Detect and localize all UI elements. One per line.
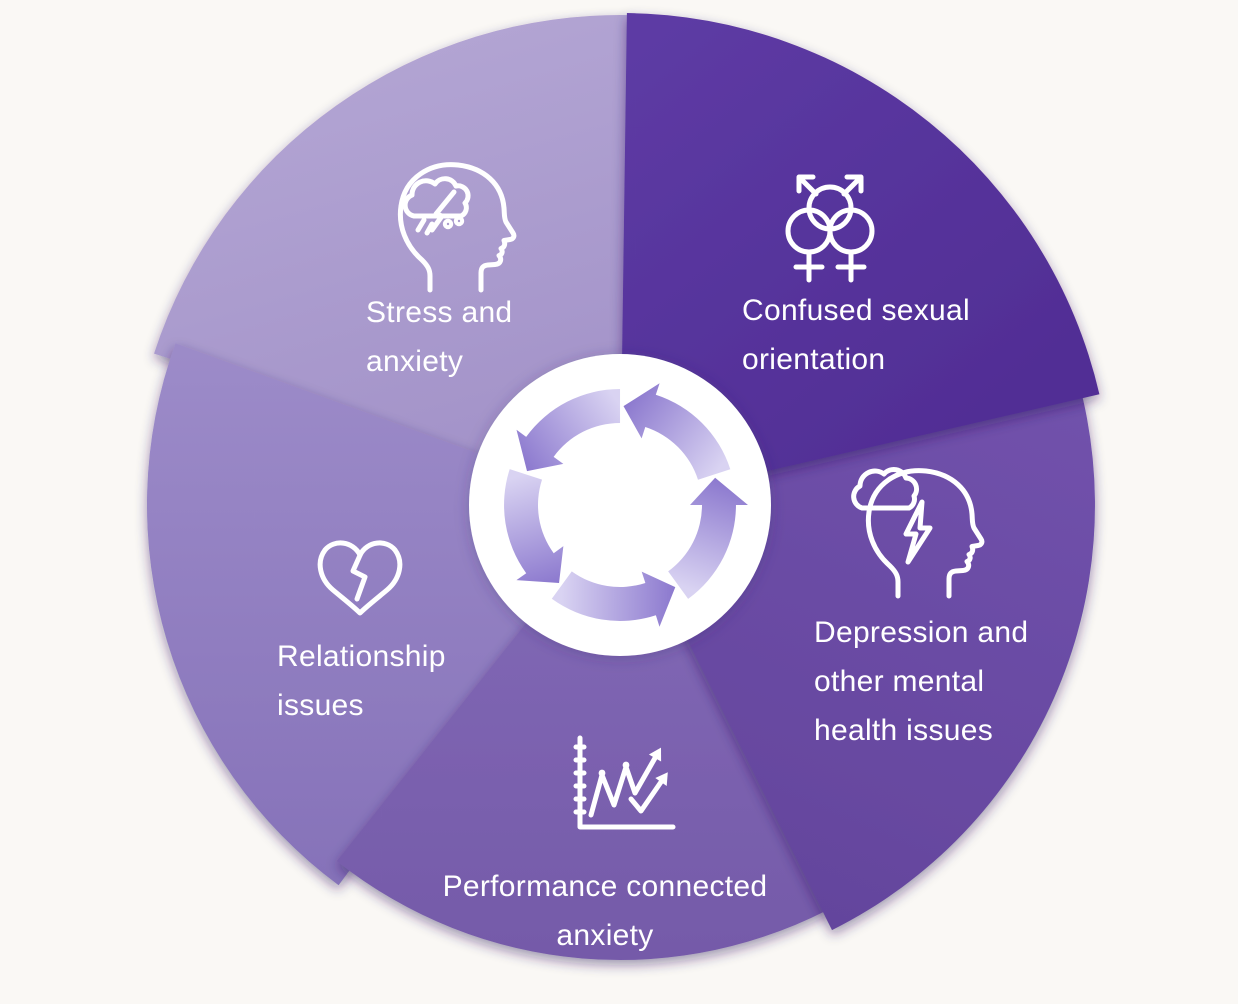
segment-label-stress: Stress and anxiety [366, 296, 513, 378]
segment-label-relationship: Relationship issues [277, 640, 446, 722]
wedge-confused [620, 13, 1100, 505]
gender-symbols-icon [785, 174, 875, 283]
segment-label-confused: Confused sexual orientation [742, 294, 970, 376]
head-storm-lightning-icon [851, 467, 982, 596]
segment-label-depression: Depression and other mental health issue… [814, 616, 1029, 747]
segment-label-performance: Performance connected anxiety [442, 870, 768, 952]
broken-heart-icon [317, 540, 403, 616]
wedge-performance [336, 505, 841, 961]
line-chart-arrows-icon [573, 735, 676, 830]
head-storm-rain-icon [400, 165, 514, 290]
